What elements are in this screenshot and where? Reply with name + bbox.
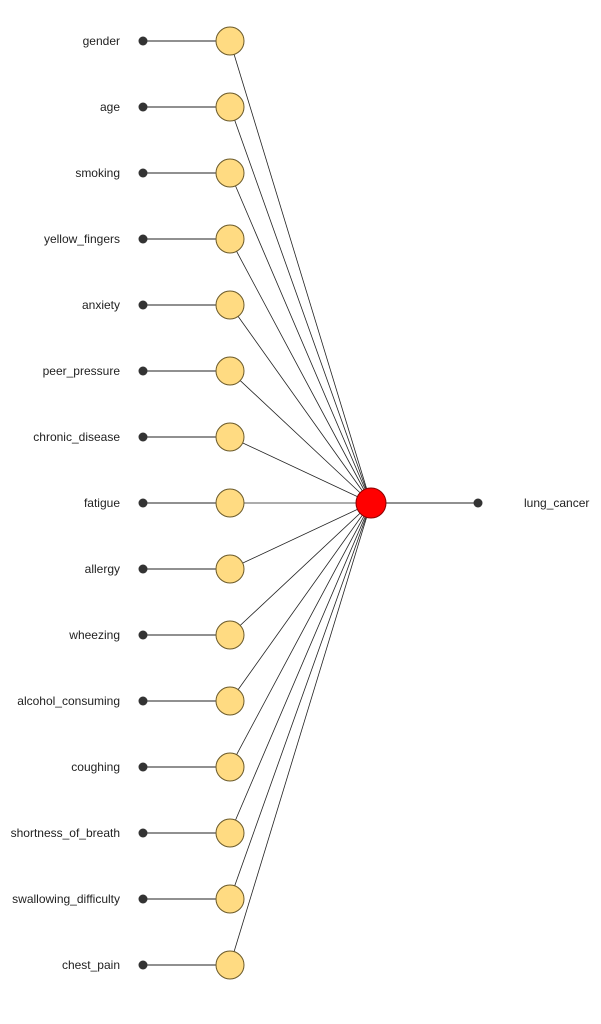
input-terminal-dot bbox=[138, 564, 148, 574]
input-node bbox=[215, 488, 245, 518]
edge-gender-to-output bbox=[229, 40, 372, 504]
edge-shortness_of_breath-to-output bbox=[229, 502, 372, 834]
input-node bbox=[215, 422, 245, 452]
input-node bbox=[215, 224, 245, 254]
input-terminal-dot bbox=[138, 168, 148, 178]
edge-allergy-to-output bbox=[229, 502, 372, 570]
input-label: swallowing_difficulty bbox=[12, 892, 120, 906]
input-node bbox=[215, 92, 245, 122]
input-row: chronic_disease bbox=[33, 422, 245, 452]
edge-alcohol_consuming-to-output bbox=[229, 502, 372, 702]
input-node bbox=[215, 950, 245, 980]
input-terminal-dot bbox=[138, 300, 148, 310]
edge-coughing-to-output bbox=[229, 502, 372, 768]
input-label: anxiety bbox=[82, 298, 120, 312]
edge-age-to-output bbox=[229, 106, 372, 504]
input-terminal-dot bbox=[138, 234, 148, 244]
input-terminal-dot bbox=[138, 36, 148, 46]
input-label: wheezing bbox=[68, 628, 120, 642]
input-row: allergy bbox=[85, 554, 245, 584]
edge-yellow_fingers-to-output bbox=[229, 238, 372, 504]
input-node bbox=[215, 686, 245, 716]
input-terminal-dot bbox=[138, 498, 148, 508]
edge-chest_pain-to-output bbox=[229, 502, 372, 966]
input-row: peer_pressure bbox=[43, 356, 245, 386]
input-terminal-dot bbox=[138, 828, 148, 838]
input-label: chronic_disease bbox=[33, 430, 120, 444]
input-label: peer_pressure bbox=[43, 364, 121, 378]
input-node bbox=[215, 752, 245, 782]
input-terminal-dot bbox=[138, 762, 148, 772]
input-label: age bbox=[100, 100, 120, 114]
edge-wheezing-to-output bbox=[229, 502, 372, 636]
input-terminal-dot bbox=[138, 102, 148, 112]
input-node bbox=[215, 158, 245, 188]
edge-anxiety-to-output bbox=[229, 304, 372, 504]
input-row: wheezing bbox=[68, 620, 245, 650]
input-row: swallowing_difficulty bbox=[12, 884, 245, 914]
input-label: alcohol_consuming bbox=[17, 694, 120, 708]
input-label: coughing bbox=[71, 760, 120, 774]
input-node bbox=[215, 290, 245, 320]
input-terminal-dot bbox=[138, 366, 148, 376]
input-terminal-dot bbox=[138, 432, 148, 442]
network-edges bbox=[229, 40, 372, 966]
output-terminal-dot bbox=[473, 498, 483, 508]
input-label: smoking bbox=[75, 166, 120, 180]
edge-peer_pressure-to-output bbox=[229, 370, 372, 504]
input-node bbox=[215, 356, 245, 386]
input-row: shortness_of_breath bbox=[11, 818, 245, 848]
input-row: coughing bbox=[71, 752, 245, 782]
output-label: lung_cancer bbox=[524, 496, 589, 510]
edge-chronic_disease-to-output bbox=[229, 436, 372, 504]
input-terminal-dot bbox=[138, 960, 148, 970]
input-terminal-dot bbox=[138, 696, 148, 706]
input-row: fatigue bbox=[84, 488, 245, 518]
input-row: gender bbox=[83, 26, 245, 56]
input-label: shortness_of_breath bbox=[11, 826, 120, 840]
input-node bbox=[215, 26, 245, 56]
output-node-group: lung_cancer bbox=[355, 487, 589, 519]
input-label: gender bbox=[83, 34, 120, 48]
input-row: anxiety bbox=[82, 290, 245, 320]
input-terminal-dot bbox=[138, 630, 148, 640]
input-label: chest_pain bbox=[62, 958, 120, 972]
input-row: smoking bbox=[75, 158, 245, 188]
input-node bbox=[215, 818, 245, 848]
edge-smoking-to-output bbox=[229, 172, 372, 504]
input-row: yellow_fingers bbox=[44, 224, 245, 254]
input-node bbox=[215, 554, 245, 584]
input-row: age bbox=[100, 92, 245, 122]
input-node bbox=[215, 620, 245, 650]
input-label: fatigue bbox=[84, 496, 120, 510]
input-terminal-dot bbox=[138, 894, 148, 904]
input-label: yellow_fingers bbox=[44, 232, 120, 246]
input-row: chest_pain bbox=[62, 950, 245, 980]
output-node bbox=[355, 487, 387, 519]
input-row: alcohol_consuming bbox=[17, 686, 245, 716]
edge-swallowing_difficulty-to-output bbox=[229, 502, 372, 900]
input-node bbox=[215, 884, 245, 914]
input-label: allergy bbox=[85, 562, 120, 576]
